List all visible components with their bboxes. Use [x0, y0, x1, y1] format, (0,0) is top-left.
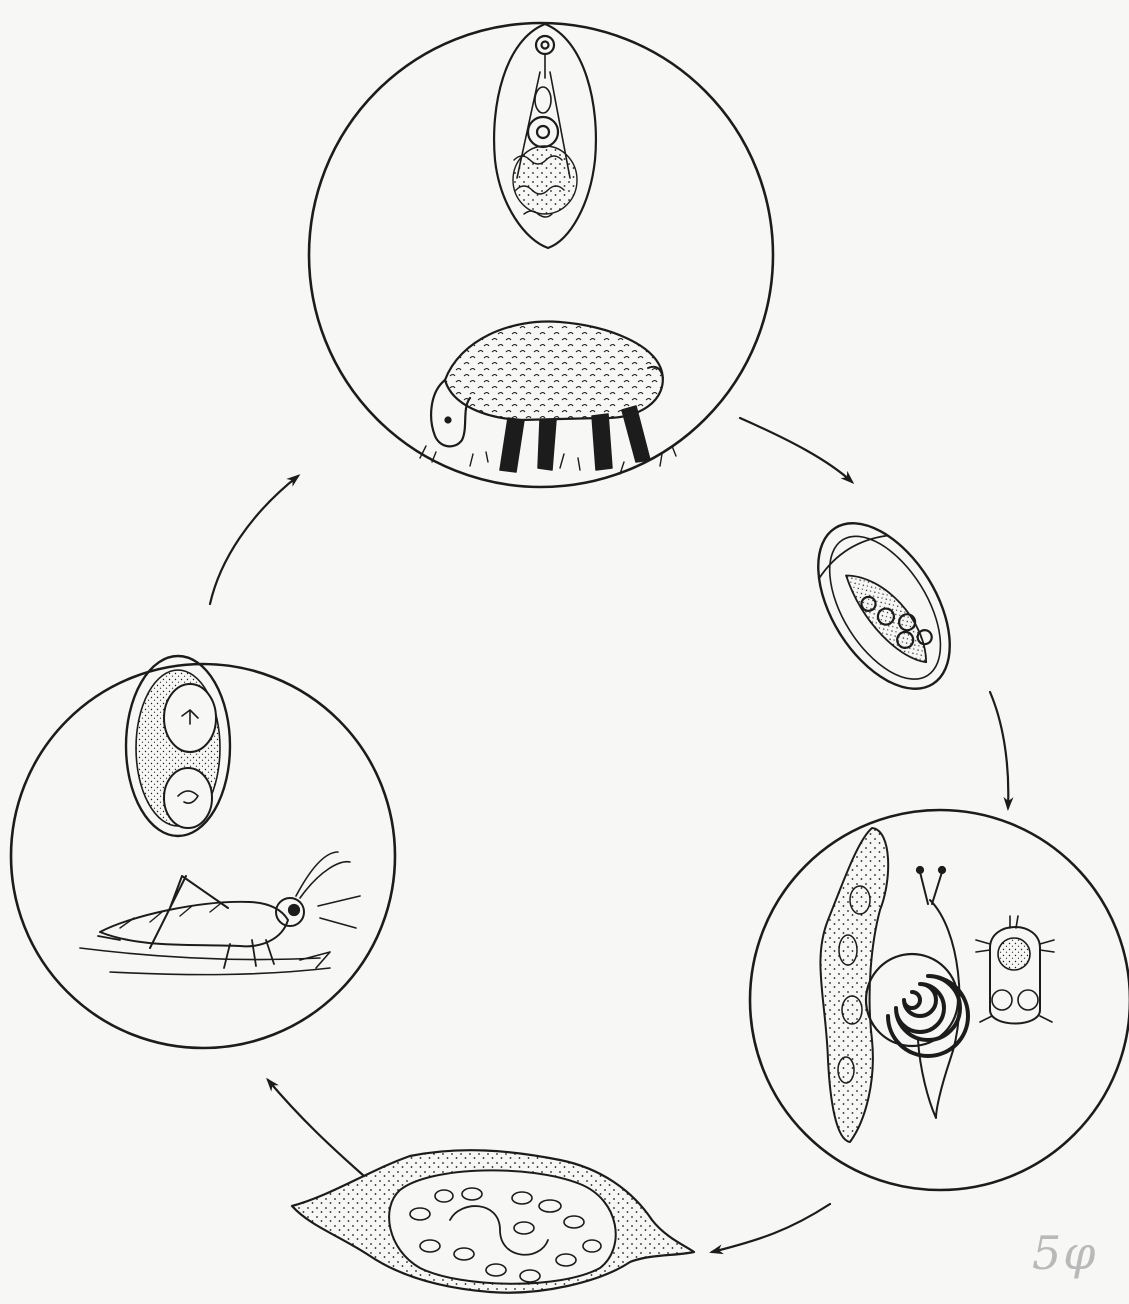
grasshopper-icon: [80, 852, 360, 975]
adult-fluke-icon: [494, 24, 596, 248]
sporocyst-icon: [820, 828, 888, 1142]
metacercaria-cyst-icon: [126, 656, 230, 836]
first-intermediate-host-stage: [750, 810, 1129, 1190]
grazing-sheep-icon: [420, 322, 676, 474]
arrow-egg-to-snail: [990, 692, 1008, 808]
arrow-sporocyst-to-grasshopper: [268, 1080, 364, 1176]
arrow-snail-to-sporocyst: [712, 1204, 830, 1252]
arrow-grasshopper-to-host: [210, 476, 298, 604]
second-intermediate-host-stage: [11, 656, 395, 1048]
cercaria-icon: [976, 916, 1054, 1024]
definitive-host-stage: [309, 23, 773, 487]
page-number: 5φ: [1032, 1226, 1097, 1280]
daughter-sporocyst-icon: [292, 1150, 694, 1292]
cycle-arrows: [210, 418, 1008, 1252]
egg-with-miracidium-icon: [791, 500, 977, 711]
egg-stage: [791, 500, 977, 711]
arrow-host-to-egg: [740, 418, 852, 482]
sporocyst-stage: [292, 1150, 694, 1292]
